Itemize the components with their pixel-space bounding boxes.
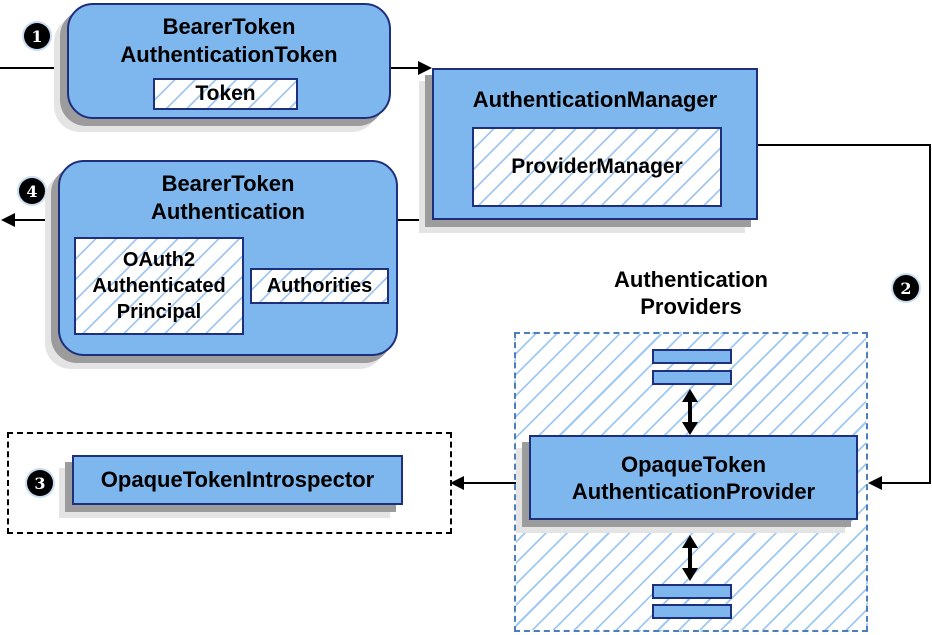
collapsed-provider-rect — [652, 370, 732, 385]
step-badge-2: 2 — [893, 275, 919, 301]
authorities-label: Authorities — [266, 274, 373, 297]
arrowhead-right-icon — [418, 61, 432, 75]
collapsed-provider-rect — [652, 604, 732, 619]
providers-label-line: Authentication — [614, 267, 768, 292]
step-badge-4: 4 — [19, 178, 45, 204]
arrowhead-left-icon — [1, 213, 15, 227]
collapsed-provider-rect — [652, 349, 732, 364]
node-title-line: BearerToken — [162, 14, 296, 39]
node-authorities: Authorities — [250, 268, 389, 304]
node-bearer-token-authentication: BearerToken Authentication OAuth2 Authen… — [58, 160, 398, 356]
connector-authentication-out-line — [13, 219, 58, 221]
node-oauth2-authenticated-principal: OAuth2 Authenticated Principal — [74, 237, 244, 335]
node-title-line: Authentication — [151, 199, 305, 224]
connector-manager-to-authentication-line — [398, 219, 432, 221]
connector-provider-to-introspector-line — [461, 482, 529, 484]
node-token: Token — [153, 78, 298, 110]
node-opaque-token-authentication-provider: OpaqueToken AuthenticationProvider — [529, 435, 858, 520]
principal-label-line: OAuth2 — [122, 249, 196, 271]
provider-manager-label: ProviderManager — [511, 155, 683, 178]
arrowhead-up-icon — [682, 535, 698, 548]
principal-label-line: Authenticated — [92, 275, 226, 297]
connector-manager-to-provider-bottom-segment — [880, 482, 931, 484]
step-badge-3: 3 — [27, 470, 53, 496]
node-title-line: OpaqueToken — [620, 451, 767, 477]
step-badge-1-number: 1 — [31, 26, 43, 46]
node-opaque-token-introspector: OpaqueTokenIntrospector — [72, 455, 403, 505]
node-title-line: AuthenticationProvider — [571, 478, 816, 504]
node-bearer-token-authentication-token: BearerToken AuthenticationToken Token — [67, 3, 391, 119]
connector-manager-to-provider-vertical-segment — [929, 144, 931, 484]
bidirectional-arrow-icon — [682, 535, 698, 581]
arrow-shaft — [688, 548, 692, 568]
node-provider-manager: ProviderManager — [472, 127, 722, 207]
arrowhead-left-icon — [450, 476, 464, 490]
step-badge-2-number: 2 — [900, 278, 912, 298]
providers-label-line: Providers — [640, 294, 742, 319]
arrowhead-down-icon — [682, 422, 698, 435]
token-label: Token — [195, 82, 256, 105]
node-title: AuthenticationManager — [472, 87, 718, 112]
collapsed-provider-rect — [652, 584, 732, 599]
step-badge-1: 1 — [24, 23, 50, 49]
node-title: OpaqueTokenIntrospector — [100, 467, 375, 492]
flow-line-request-in — [0, 67, 67, 69]
arrow-shaft — [688, 402, 692, 422]
step-badge-4-number: 4 — [26, 181, 38, 201]
step-badge-3-number: 3 — [34, 473, 46, 493]
node-title-line: AuthenticationToken — [120, 42, 338, 67]
connector-token-to-manager-line — [391, 67, 419, 69]
arrowhead-left-icon — [868, 476, 882, 490]
bidirectional-arrow-icon — [682, 389, 698, 435]
node-authentication-manager: AuthenticationManager ProviderManager — [432, 68, 758, 220]
principal-label-line: Principal — [116, 301, 202, 323]
arrowhead-down-icon — [682, 568, 698, 581]
arrowhead-up-icon — [682, 389, 698, 402]
authentication-providers-label: Authentication Providers — [571, 266, 811, 320]
connector-manager-to-provider-top-segment — [758, 144, 931, 146]
node-title-line: BearerToken — [161, 171, 295, 196]
